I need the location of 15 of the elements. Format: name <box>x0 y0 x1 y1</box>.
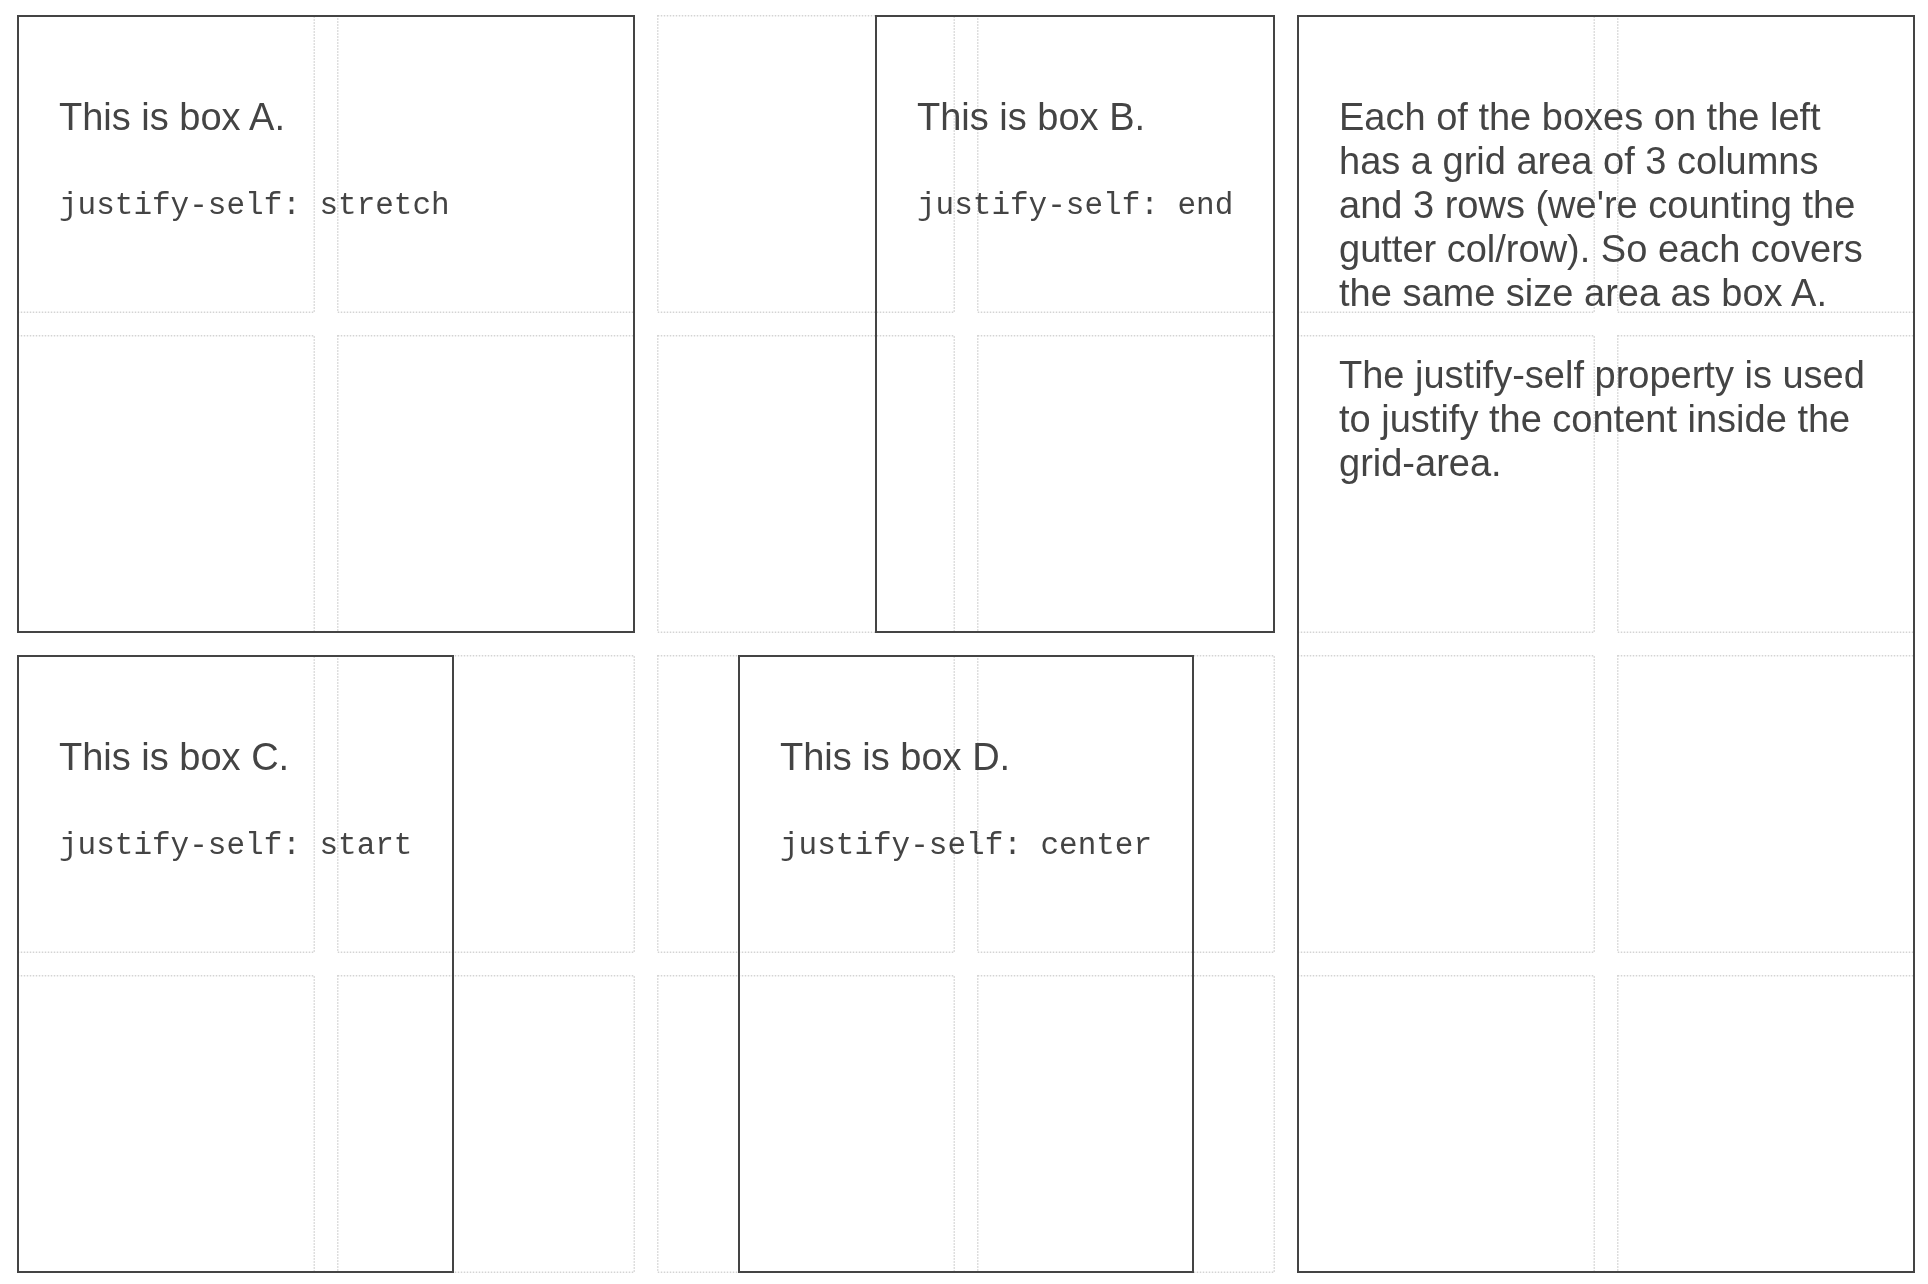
grid-item-panel <box>738 655 1195 1273</box>
box-heading: This is box D. <box>780 735 1011 779</box>
box-heading: This is box B. <box>917 95 1146 139</box>
box-heading: This is box A. <box>59 95 286 139</box>
note-panel <box>1297 15 1915 1273</box>
paragraph: The justify-self property is used to justify the content inside the grid-area. <box>1339 353 1866 485</box>
box-heading: This is box C. <box>59 735 290 779</box>
code-text: justify-self: stretch <box>59 188 451 224</box>
grid-item-panel <box>17 15 635 633</box>
grid-item-panel <box>875 15 1276 633</box>
grid-item-panel <box>17 655 455 1273</box>
paragraph: Each of the boxes on the left has a grid area of 3 columns and 3 rows (we're counting the gutter col/row). So each covers the same size area as box A. <box>1339 95 1864 315</box>
code-text: justify-self: start <box>59 828 413 864</box>
code-text: justify-self: end <box>917 188 1234 224</box>
code-text: justify-self: center <box>780 828 1153 864</box>
